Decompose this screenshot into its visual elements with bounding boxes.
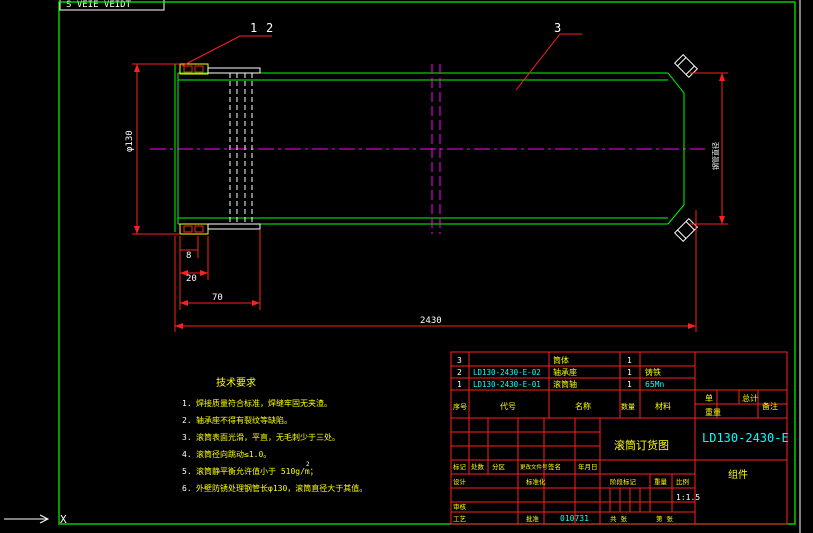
scale-value: 1:1.5 xyxy=(676,493,700,502)
tech-req-text-2: 轴承座不得有裂纹等缺陷。 xyxy=(196,415,292,425)
lbl-process: 工艺 xyxy=(453,515,467,523)
date-value: 010731 xyxy=(560,514,589,523)
bom-qty-3: 1 xyxy=(627,356,632,365)
bom-name-3: 筒体 xyxy=(553,355,569,365)
tech-req-num-2: 2. xyxy=(182,416,192,425)
part-type: 组件 xyxy=(728,468,748,481)
dimension-texts: φ130 钢管直径 8 20 70 2430 xyxy=(125,130,720,326)
tech-req-num-3: 3. xyxy=(182,433,192,442)
end-bolts xyxy=(673,53,699,243)
bom-qty-2: 1 xyxy=(627,368,632,377)
tech-req-sup: 2 xyxy=(306,461,310,468)
svg-text:X: X xyxy=(60,513,67,526)
title-tab: S VEIE VEIDT xyxy=(59,0,165,11)
bom-hdr-note: 备注 xyxy=(762,401,778,411)
tech-req-num-5: 5. xyxy=(182,467,192,476)
lbl-change: 更改文件号 xyxy=(520,463,548,471)
bom-code-1: LD130-2430-E-01 xyxy=(473,380,541,389)
lbl-weight: 重量 xyxy=(654,478,668,486)
lbl-sign: 签名 xyxy=(548,462,561,471)
lbl-check: 审核 xyxy=(453,502,467,511)
balloon-2: 2 xyxy=(266,21,273,35)
bom-seq-3: 3 xyxy=(457,356,462,365)
shaft-seat xyxy=(207,67,261,230)
bom-seq-2: 2 xyxy=(457,368,462,377)
bom-mat-2: 铸铁 xyxy=(645,367,661,377)
bom-table: 3 筒体 1 2 LD130-2430-E-02 轴承座 1 铸铁 1 LD13… xyxy=(453,355,778,417)
lbl-stage: 阶段标记 xyxy=(610,477,637,486)
bom-hdr-qty: 数量 xyxy=(621,402,635,411)
bom-hdr-total: 总计 xyxy=(742,393,758,403)
lbl-scale: 比例 xyxy=(676,477,689,486)
balloon-1: 1 xyxy=(250,21,257,35)
tech-req-title: 技术要求 xyxy=(216,376,256,389)
tech-req-text-5: 滚筒静平衡允许值小于 510g/m； xyxy=(196,466,318,476)
drawing-frame xyxy=(58,1,796,525)
bom-name-1: 滚筒轴 xyxy=(553,379,577,389)
bom-qty-1: 1 xyxy=(627,380,632,389)
bom-name-2: 轴承座 xyxy=(553,367,577,377)
lbl-count: 处数 xyxy=(471,462,485,471)
tech-req-num-4: 4. xyxy=(182,450,192,459)
tech-req-text-4: 滚筒径向跳动≤1.0。 xyxy=(196,449,271,459)
tech-req-text-6: 外壁防锈处理钢管长φ130，滚筒直径大于其值。 xyxy=(196,483,367,493)
dim-total: 2430 xyxy=(420,316,442,326)
lbl-approve: 批准 xyxy=(526,514,540,523)
lbl-sheet-no: 第 张 xyxy=(656,514,673,523)
bom-seq-1: 1 xyxy=(457,380,462,389)
lbl-std: 标准化 xyxy=(526,477,546,486)
drawing-number: LD130-2430-E xyxy=(702,431,789,445)
dim-diameter: φ130 xyxy=(125,130,135,152)
ucs-icon: X xyxy=(4,513,67,526)
part-name: 滚筒订货图 xyxy=(614,438,669,452)
tech-req-text-3: 滚筒表面光滑，平直，无毛刺少于三处。 xyxy=(196,432,340,442)
bom-hdr-weight: 重量 xyxy=(705,407,721,417)
bom-mat-1: 65Mn xyxy=(645,380,664,389)
dim-8: 8 xyxy=(186,251,191,261)
lbl-design: 设计 xyxy=(453,477,467,486)
dim-70: 70 xyxy=(212,293,223,303)
bom-code-2: LD130-2430-E-02 xyxy=(473,368,541,377)
title-block-grid xyxy=(450,351,788,525)
tech-req-num-1: 1. xyxy=(182,399,192,408)
roller-view xyxy=(150,53,705,243)
lbl-zone: 分区 xyxy=(492,462,506,471)
balloon-3: 3 xyxy=(554,21,561,35)
tube-outline xyxy=(174,64,685,232)
tech-req-text-1: 焊接质量符合标准，焊缝牢固无夹渣。 xyxy=(196,398,332,408)
dim-20: 20 xyxy=(186,274,197,284)
title-block: 滚筒订货图 LD130-2430-E 组件 1:1.5 010731 标记 处数… xyxy=(453,431,789,523)
dimension-lines xyxy=(132,33,728,332)
balloon-labels: 1 2 3 xyxy=(250,21,561,35)
title-tab-text: S VEIE VEIDT xyxy=(66,0,132,10)
tech-req-num-6: 6. xyxy=(182,484,192,493)
dim-right: 钢管直径 xyxy=(711,142,720,170)
bom-hdr-mat: 材料 xyxy=(655,401,671,411)
bom-hdr-name: 名称 xyxy=(575,401,591,411)
lbl-mark: 标记 xyxy=(453,462,467,471)
lbl-sheets-total: 共 张 xyxy=(610,514,627,523)
bom-hdr-unit: 单 xyxy=(705,393,713,403)
dimension-arrows xyxy=(134,64,725,329)
break-lines xyxy=(431,64,441,234)
bom-hdr-seq: 序号 xyxy=(453,402,467,411)
bom-hdr-code: 代号 xyxy=(500,401,516,411)
tech-requirements: 技术要求 1. 焊接质量符合标准，焊缝牢固无夹渣。 2. 轴承座不得有裂纹等缺陷… xyxy=(182,376,367,493)
lbl-ymd: 年月日 xyxy=(578,462,598,471)
